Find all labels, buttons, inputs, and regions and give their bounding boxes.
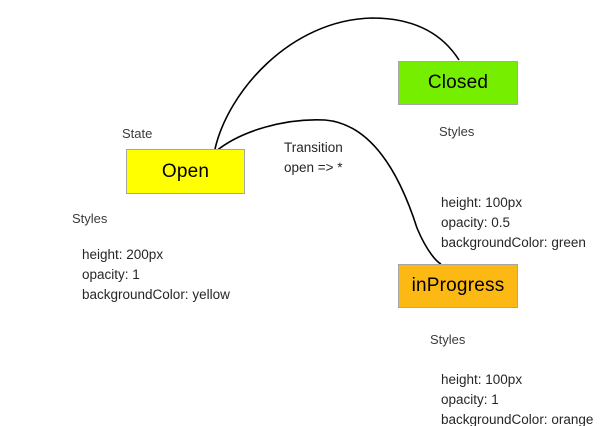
state-node-inprogress[interactable]: inProgress	[398, 264, 518, 308]
styles-caption-closed: Styles	[439, 124, 475, 139]
styles-list-inprogress: height: 100px opacity: 1 backgroundColor…	[441, 370, 593, 426]
styles-list-closed: height: 100px opacity: 0.5 backgroundCol…	[441, 193, 586, 253]
styles-list-open: height: 200px opacity: 1 backgroundColor…	[82, 245, 230, 305]
state-node-closed-label: Closed	[427, 72, 489, 93]
style-prop: height: 100px	[441, 195, 523, 210]
transition-annotation: Transition open => *	[284, 138, 343, 178]
style-prop: opacity: 0.5	[441, 215, 511, 230]
state-node-inprogress-label: inProgress	[411, 275, 505, 296]
style-prop: height: 100px	[441, 372, 523, 387]
style-prop: opacity: 1	[441, 392, 499, 407]
transition-expression: open => *	[284, 160, 343, 175]
state-node-open[interactable]: Open	[126, 149, 245, 194]
style-prop: backgroundColor: yellow	[82, 287, 230, 302]
style-prop: opacity: 1	[82, 267, 140, 282]
state-node-open-label: Open	[161, 160, 210, 182]
styles-caption-inprogress: Styles	[430, 332, 466, 347]
state-caption: State	[122, 126, 153, 141]
style-prop: backgroundColor: green	[441, 235, 586, 250]
style-prop: backgroundColor: orange	[441, 412, 594, 426]
state-node-closed[interactable]: Closed	[398, 61, 518, 105]
styles-caption-open: Styles	[72, 211, 108, 226]
transition-caption: Transition	[284, 140, 343, 155]
style-prop: height: 200px	[82, 247, 164, 262]
